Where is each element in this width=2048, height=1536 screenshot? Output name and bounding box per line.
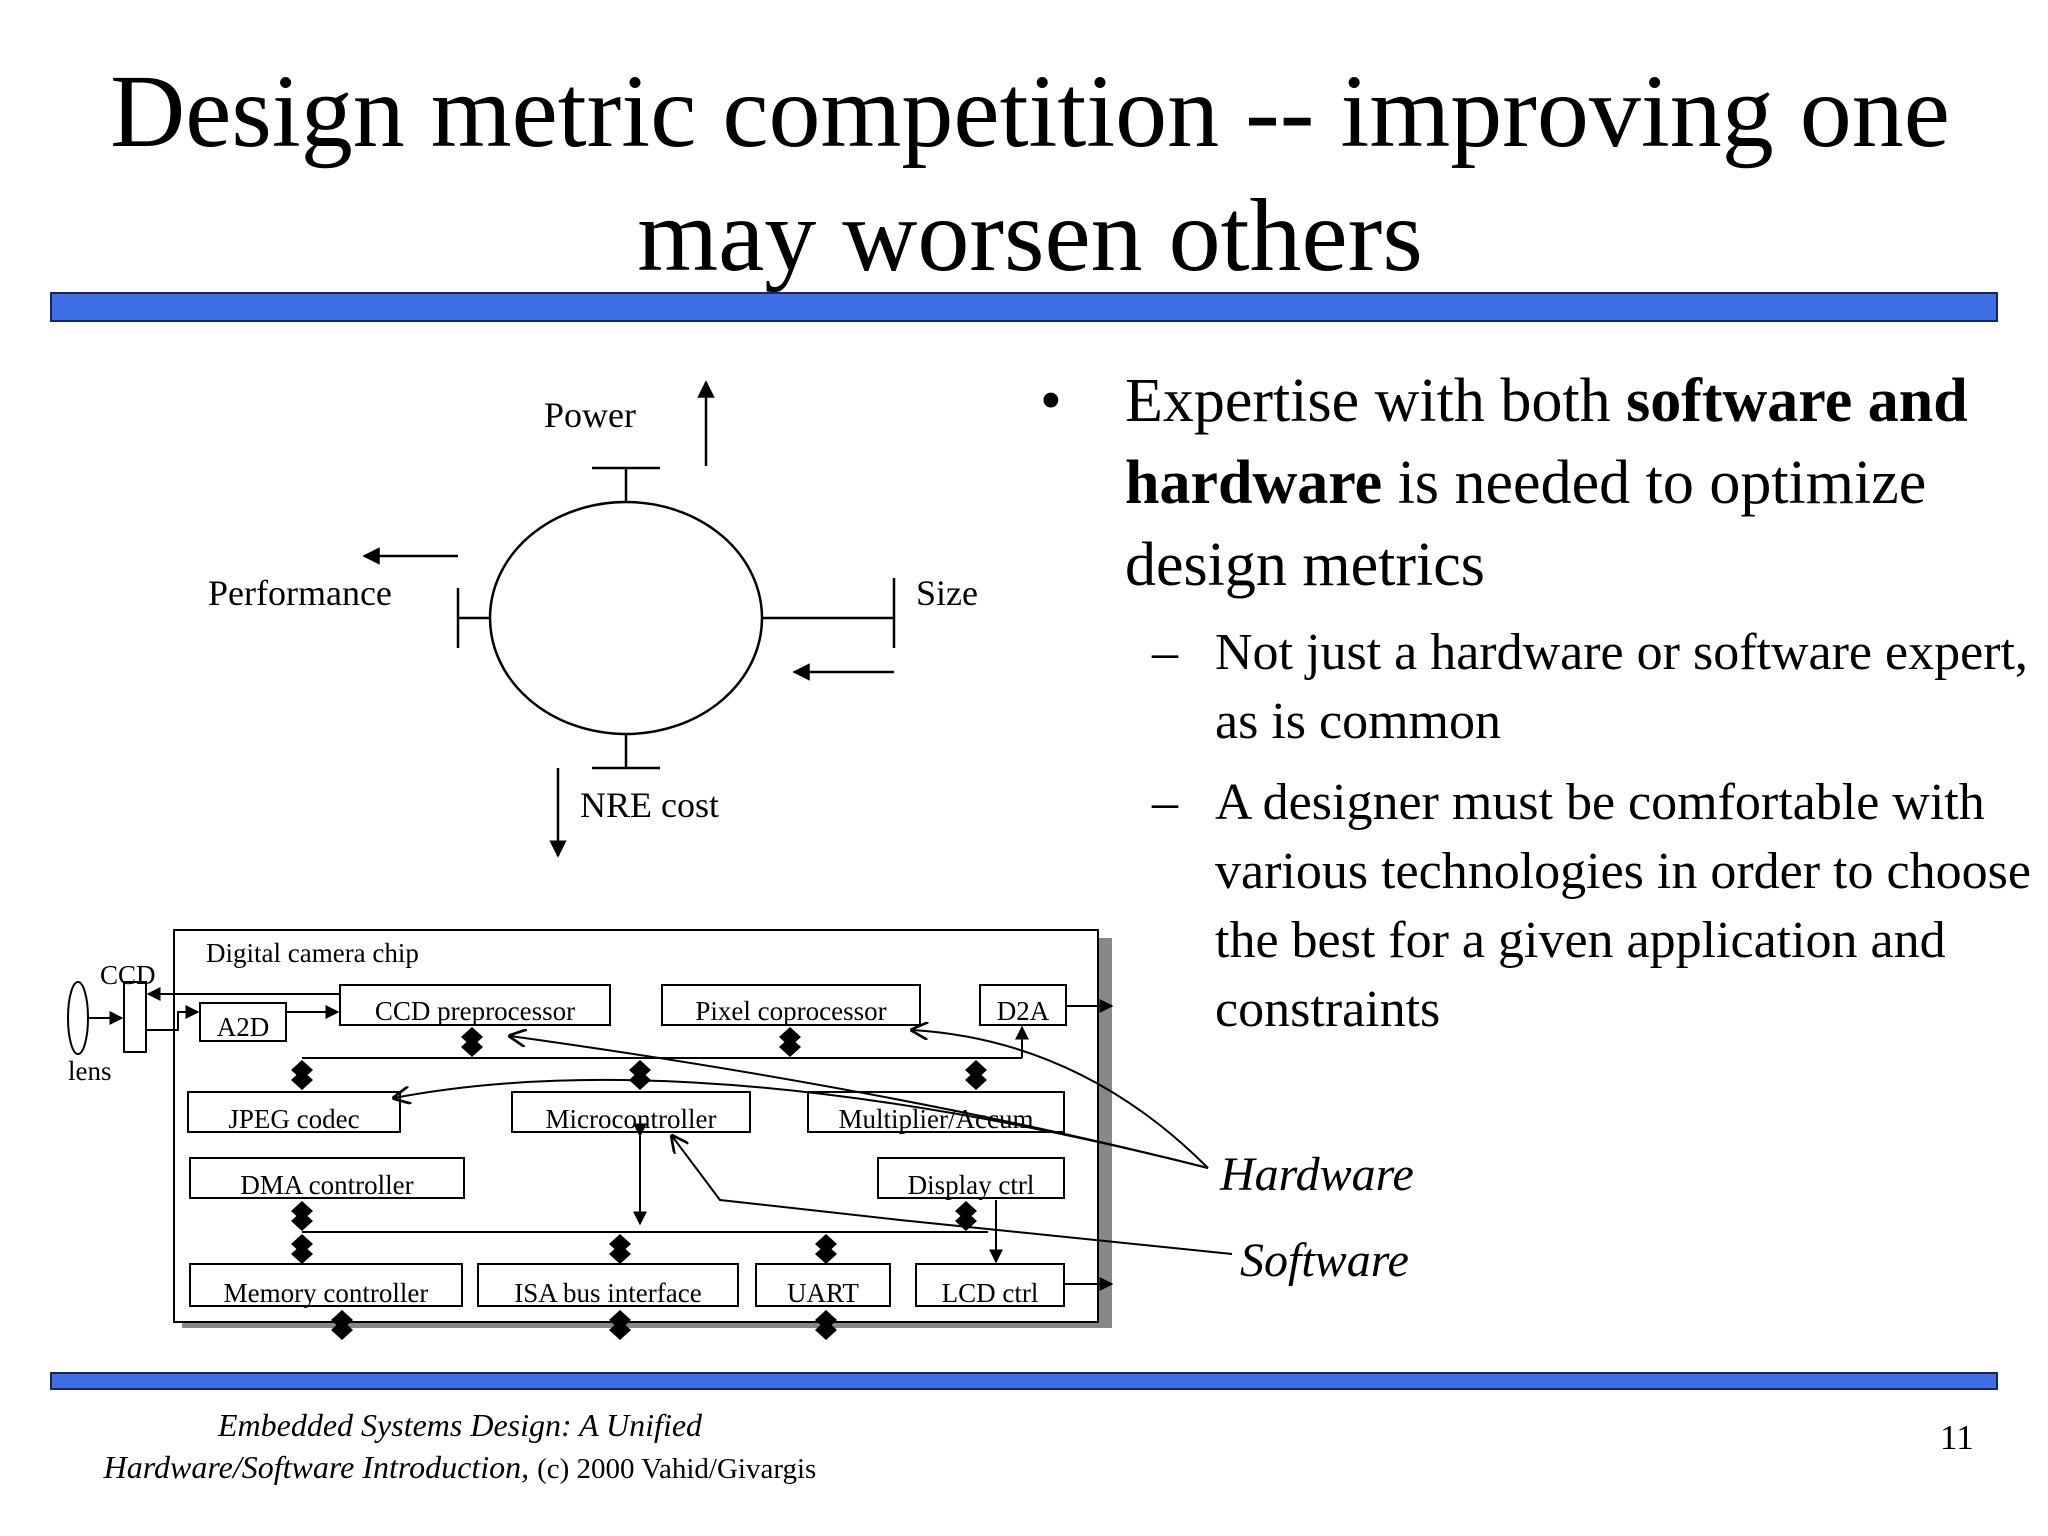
bullet-main-bold: software and hardware <box>1125 367 1968 517</box>
footer-line-1: Embedded Systems Design: A Unified <box>217 1407 703 1443</box>
bullet-main-post: is needed to optimize design metrics <box>1125 449 1927 599</box>
metrics-ellipse <box>488 500 764 736</box>
sub-bullet-2-text: A designer must be comfortable with vari… <box>1215 774 2031 1038</box>
microcontroller-box <box>511 1091 751 1133</box>
isa-bus-interface-box <box>477 1263 739 1307</box>
dma-controller-label: DMA controller <box>240 1170 413 1200</box>
footer-line-2-rest: (c) 2000 Vahid/Givargis <box>537 1453 817 1485</box>
display-ctrl-label: Display ctrl <box>908 1170 1035 1200</box>
bullet-main-pre: Expertise with both <box>1125 367 1627 435</box>
memory-controller-box <box>189 1263 463 1307</box>
chip-title: Digital camera chip <box>206 938 419 968</box>
bullet-dot: • <box>1040 367 1062 435</box>
software-label: Software <box>1240 1234 1409 1287</box>
footer-line-2-italic: Hardware/Software Introduction, <box>103 1449 530 1485</box>
camera-chip-diagram: Digital camera chip CCD lens A2D CCD pre… <box>67 929 1414 1340</box>
sub-bullet-1-text: Not just a hardware or software expert, … <box>1215 624 2028 750</box>
a2d-label: A2D <box>217 1012 270 1042</box>
display-ctrl-box <box>877 1157 1065 1199</box>
multiplier-accum-label: Multiplier/Accum <box>839 1104 1034 1134</box>
title-line-1: Design metric competition -- improving o… <box>110 54 1950 169</box>
d2a-label: D2A <box>997 996 1050 1026</box>
microcontroller-label: Microcontroller <box>546 1104 717 1134</box>
pixel-coprocessor-label: Pixel coprocessor <box>695 996 886 1026</box>
footer-citation: Embedded Systems Design: A Unified Hardw… <box>60 1404 860 1490</box>
d2a-box <box>979 984 1067 1026</box>
sub-bullet-2: – A designer must be comfortable with va… <box>1040 768 2040 1044</box>
lcd-ctrl-label: LCD ctrl <box>942 1278 1039 1308</box>
top-rule <box>50 292 1998 322</box>
uart-label: UART <box>787 1278 859 1308</box>
dma-controller-box <box>189 1157 465 1199</box>
size-label: Size <box>916 573 978 613</box>
hardware-label: Hardware <box>1219 1148 1414 1201</box>
jpeg-codec-box <box>187 1091 401 1133</box>
nre-cost-label: NRE cost <box>580 785 719 825</box>
lens-icon <box>67 981 89 1055</box>
memory-controller-label: Memory controller <box>224 1278 429 1308</box>
performance-label: Performance <box>208 573 392 613</box>
isa-bus-interface-label: ISA bus interface <box>514 1278 701 1308</box>
bullet-main: • Expertise with both software and hardw… <box>1040 360 2040 606</box>
ccd-label: CCD <box>100 960 156 990</box>
sub-bullet-1: – Not just a hardware or software expert… <box>1040 618 2040 756</box>
power-label: Power <box>544 395 636 435</box>
ccd-preprocessor-box <box>339 984 611 1026</box>
metrics-diagram <box>362 380 896 858</box>
ccd-preprocessor-label: CCD preprocessor <box>375 996 575 1026</box>
uart-box <box>755 1263 891 1307</box>
sub-bullet-dash: – <box>1152 624 1178 681</box>
bottom-rule <box>50 1372 1998 1390</box>
pixel-coprocessor-box <box>661 984 921 1026</box>
slide-title: Design metric competition -- improving o… <box>60 50 2000 298</box>
a2d-box <box>199 1002 287 1042</box>
bullet-list: • Expertise with both software and hardw… <box>1040 360 2040 1044</box>
ccd-sensor <box>123 981 147 1053</box>
sub-bullet-dash: – <box>1152 774 1178 831</box>
lcd-ctrl-box <box>915 1263 1065 1307</box>
page-number: 11 <box>1940 1418 1974 1457</box>
lens-label: lens <box>68 1056 112 1086</box>
title-line-2: may worsen others <box>637 178 1423 293</box>
jpeg-codec-label: JPEG codec <box>228 1104 359 1134</box>
